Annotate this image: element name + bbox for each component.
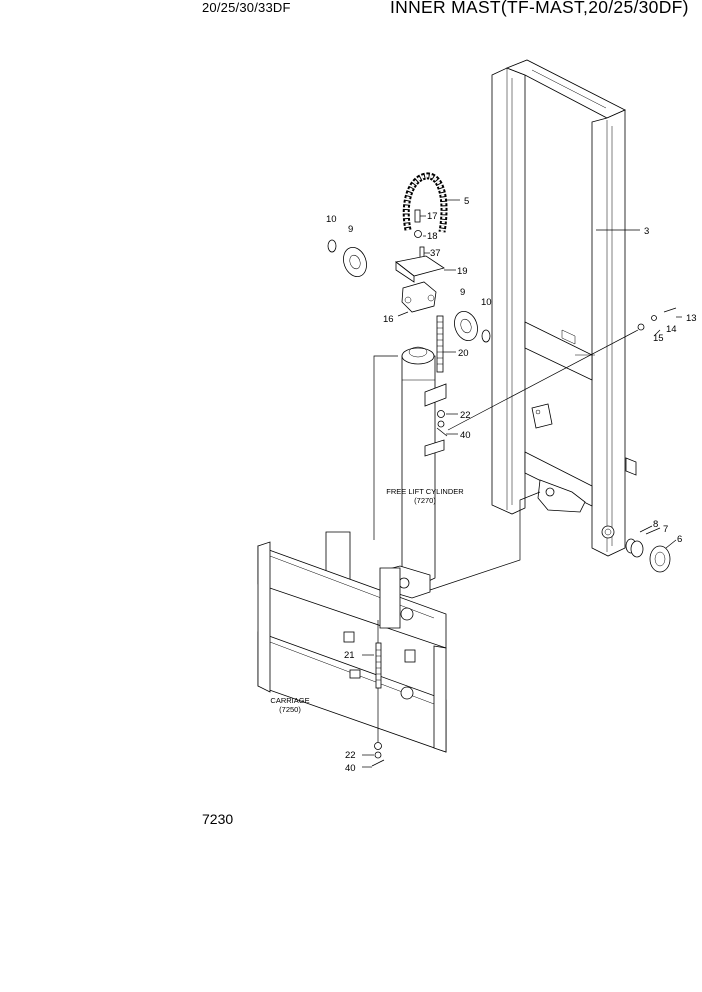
callout-15: 15: [653, 333, 664, 344]
callout-18: 18: [427, 231, 438, 242]
callout-13: 13: [686, 313, 697, 324]
assembly-captions: FREE LIFT CYLINDER (7270) CARRIAGE (7250…: [270, 487, 464, 714]
callout-9-left: 9: [348, 224, 353, 235]
callout-5: 5: [464, 196, 469, 207]
inner-mast-frame: [491, 59, 637, 557]
callout-10-right: 10: [481, 297, 492, 308]
callout-14: 14: [666, 324, 677, 335]
sheave-right: [454, 311, 491, 343]
cylinder-caption: FREE LIFT CYLINDER: [386, 487, 464, 496]
callout-16: 16: [383, 314, 394, 325]
page-code: 7230: [202, 811, 234, 827]
callout-40-lower: 40: [345, 763, 356, 774]
callout-9-right: 9: [460, 287, 465, 298]
callout-8: 8: [653, 519, 658, 530]
free-lift-cylinder: [384, 315, 448, 599]
sheave-left: [327, 239, 367, 277]
page-title: INNER MAST(TF-MAST,20/25/30DF): [390, 0, 689, 17]
lift-chain: [402, 172, 448, 233]
cylinder-ref: (7270): [414, 496, 436, 505]
callout-10-left: 10: [326, 214, 337, 225]
roller-bearing-set: [625, 307, 677, 573]
carriage-caption: CARRIAGE: [270, 696, 309, 705]
carriage-ref: (7250): [279, 705, 301, 714]
callout-19: 19: [457, 266, 468, 277]
model-code: 20/25/30/33DF: [202, 0, 291, 15]
callout-labels: 3 5 6 7 8 9 9 10 10 13 14 15 16 17 18 19…: [326, 196, 697, 774]
callout-37: 37: [430, 248, 441, 259]
callout-22-upper: 22: [460, 410, 471, 421]
callout-40-upper: 40: [460, 430, 471, 441]
callout-22-lower: 22: [345, 750, 356, 761]
callout-7: 7: [663, 524, 668, 535]
callout-21: 21: [344, 650, 355, 661]
callout-6: 6: [677, 534, 682, 545]
callout-3: 3: [644, 226, 649, 237]
leader-lines: [362, 199, 682, 768]
chain-anchor-assembly: [395, 209, 445, 313]
callout-20: 20: [458, 348, 469, 359]
callout-17: 17: [427, 211, 438, 222]
carriage: [257, 531, 447, 767]
